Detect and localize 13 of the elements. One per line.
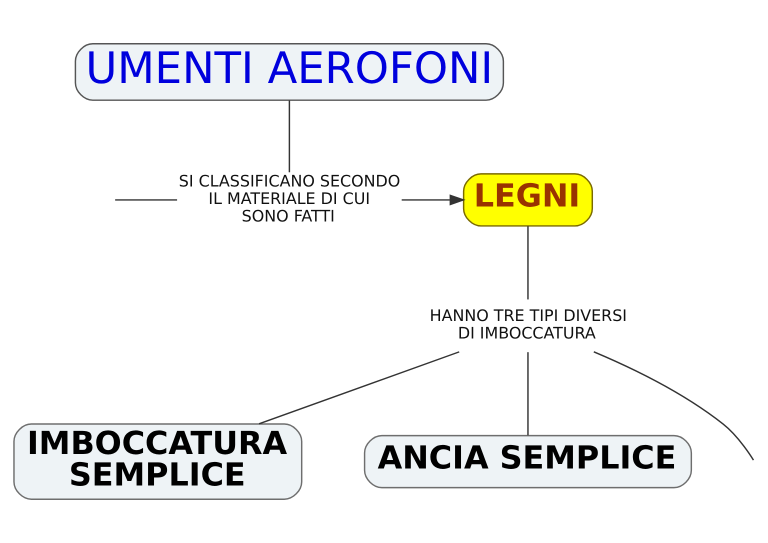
node-box: ANCIA SEMPLICE — [364, 434, 692, 488]
connector — [288, 100, 290, 172]
arrow — [402, 194, 466, 206]
connector — [594, 351, 754, 460]
connector — [527, 226, 529, 300]
node-box: LEGNI — [462, 173, 594, 227]
connector — [527, 352, 529, 436]
connector — [258, 351, 460, 424]
connector — [115, 199, 178, 201]
node-box: IMBOCCATURA SEMPLICE — [13, 423, 302, 500]
node-box: UMENTI AEROFONI — [74, 43, 504, 101]
node-text: SI CLASSIFICANO SECONDO IL MATERIALE DI CUI SONO FATTI — [178, 172, 400, 226]
node-text: HANNO TRE TIPI DIVERSI DI IMBOCCATURA — [430, 306, 628, 342]
